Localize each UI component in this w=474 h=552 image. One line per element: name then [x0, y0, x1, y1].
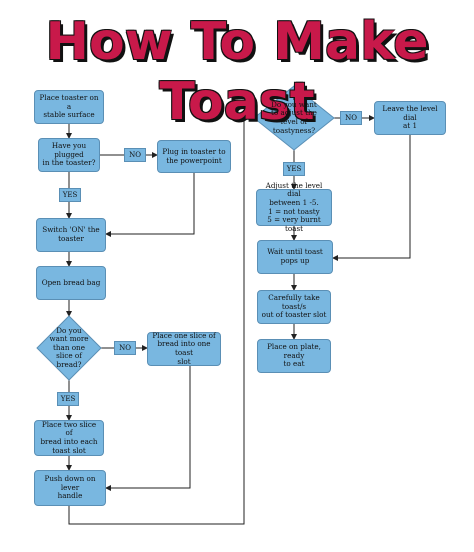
node-take-toast: Carefully take toast/s out of toaster sl… — [257, 290, 331, 324]
node-plug-in: Plug in toaster to the powerpoint — [157, 140, 231, 173]
page-title: How To Make Toast — [45, 12, 429, 132]
node-leave-level: Leave the level dial at 1 — [374, 101, 446, 135]
node-place-plate: Place on plate, ready to eat — [257, 339, 331, 373]
label-yes-plugged: YES — [59, 188, 81, 202]
arrow-push-to-adjust — [68, 115, 257, 525]
node-plugged-in: Have you plugged in the toaster? — [38, 138, 100, 172]
diamond-more-than-one — [36, 315, 102, 381]
label-yes-one-slice: YES — [57, 392, 79, 406]
node-adjust-dial: Adjust the level dial between 1 -5. 1 = … — [256, 181, 332, 232]
node-open-bag: Open bread bag — [36, 266, 106, 300]
node-place-toaster: Place toaster on a stable surface — [34, 90, 104, 124]
diamond-adjust-level — [253, 85, 335, 151]
node-adjust-level: Do you want to adjust the level of toast… — [271, 99, 317, 135]
label-no-one-slice: NO — [114, 341, 136, 355]
arrow-plug-to-switch — [105, 173, 195, 237]
arrow-leave-to-wait — [332, 135, 411, 261]
node-place-one: Place one slice of bread into one toast … — [147, 331, 221, 366]
node-place-two: Place two slice of bread into each toast… — [34, 420, 104, 456]
node-more-than-one: Do you want more than one slice of bread… — [49, 325, 89, 369]
label-no-adjust: NO — [340, 111, 362, 125]
label-no-plugged: NO — [124, 148, 146, 162]
arrow-one-to-push — [105, 366, 191, 491]
label-yes-adjust: YES — [283, 162, 305, 176]
node-switch-on: Switch 'ON' the toaster — [36, 218, 106, 252]
node-push-lever: Push down on lever handle — [34, 470, 106, 506]
node-wait-pop: Wait until toast pops up — [257, 240, 333, 274]
